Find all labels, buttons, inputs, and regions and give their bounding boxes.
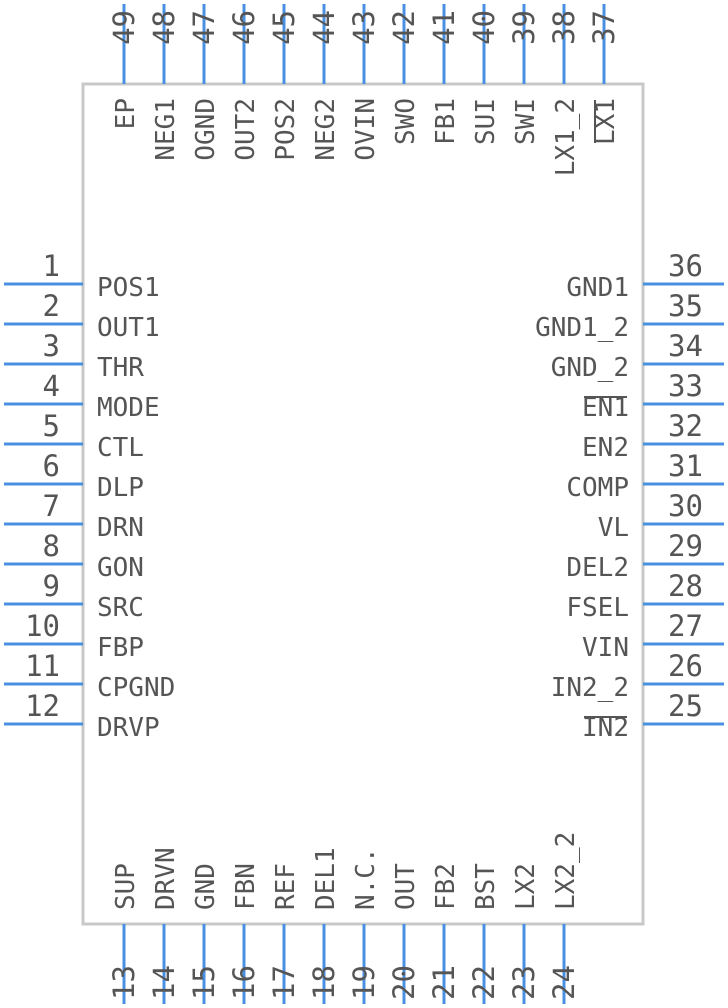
pin-number: 10 (25, 609, 60, 643)
pin-label: LX2 (511, 863, 541, 910)
pin-label: OUT2 (231, 98, 261, 161)
pin-label: FB1 (431, 98, 461, 145)
pin-number: 44 (307, 10, 341, 45)
pin-number: 16 (227, 965, 261, 1000)
pin-label: EP (111, 98, 141, 129)
pin-label: POS2 (271, 98, 301, 161)
pin-label: DEL2 (566, 553, 629, 583)
pin-number: 20 (387, 965, 421, 1000)
pin-number: 23 (507, 965, 541, 1000)
pin-label: CTL (97, 433, 144, 463)
pin-label: GND1_2 (535, 313, 629, 343)
pin-number: 34 (668, 329, 703, 363)
pin-label: SWO (391, 98, 421, 145)
labels-layer: 1POS12OUT13THR4MODE5CTL6DLP7DRN8GON9SRC1… (25, 10, 703, 1000)
pin-label: IN2_2 (551, 673, 629, 703)
pin-label: BST (471, 863, 501, 910)
pin-number: 46 (227, 10, 261, 45)
pin-label: DRN (97, 513, 144, 543)
pin-label: THR (97, 353, 144, 383)
pin-number: 40 (467, 10, 501, 45)
pin-number: 36 (668, 249, 703, 283)
ic-body (81, 82, 645, 926)
pin-label: DEL1 (311, 847, 341, 910)
pin-number: 26 (668, 649, 703, 683)
pin-number: 1 (43, 249, 60, 283)
pin-label: OVIN (351, 98, 381, 161)
pin-label: NEG2 (311, 98, 341, 161)
pin-number: 21 (427, 965, 461, 1000)
pin-label: VIN (582, 633, 629, 663)
pin-number: 15 (187, 965, 221, 1000)
pin-label: GND1 (566, 273, 629, 303)
pin-number: 41 (427, 10, 461, 45)
pin-number: 29 (668, 529, 703, 563)
pin-label: FBN (231, 863, 261, 910)
pin-number: 6 (43, 449, 60, 483)
pin-label: FSEL (566, 593, 629, 623)
pin-label: OUT1 (97, 313, 160, 343)
pin-label: FB2 (431, 863, 461, 910)
pin-number: 48 (147, 10, 181, 45)
pin-number: 24 (547, 965, 581, 1000)
pin-label: SWI (511, 98, 541, 145)
pin-label: DRVP (97, 713, 160, 743)
pin-number: 4 (43, 369, 60, 403)
pin-number: 25 (668, 689, 703, 723)
pin-number: 5 (43, 409, 60, 443)
pin-number: 2 (43, 289, 60, 323)
pin-label: POS1 (97, 273, 160, 303)
pin-number: 32 (668, 409, 703, 443)
pin-label: LX2_2 (551, 832, 581, 910)
pin-label: VL (598, 513, 629, 543)
pin-label: EN2 (582, 433, 629, 463)
pin-number: 11 (25, 649, 60, 683)
pin-label: FBP (97, 633, 144, 663)
pin-number: 12 (25, 689, 60, 723)
pin-label: REF (271, 863, 301, 910)
pin-label: GON (97, 553, 144, 583)
pin-number: 42 (387, 10, 421, 45)
pin-number: 22 (467, 965, 501, 1000)
pin-number: 28 (668, 569, 703, 603)
pin-number: 31 (668, 449, 703, 483)
pin-number: 27 (668, 609, 703, 643)
pin-label: OUT (391, 863, 421, 910)
pin-number: 19 (347, 965, 381, 1000)
pin-number: 30 (668, 489, 703, 523)
pin-number: 8 (43, 529, 60, 563)
pin-number: 49 (107, 10, 141, 45)
pin-label: GND (191, 863, 221, 910)
pin-number: 33 (668, 369, 703, 403)
pin-number: 13 (107, 965, 141, 1000)
pin-number: 9 (43, 569, 60, 603)
pin-label: SUP (111, 863, 141, 910)
pin-number: 7 (43, 489, 60, 523)
pin-number: 3 (43, 329, 60, 363)
pin-number: 17 (267, 965, 301, 1000)
pin-label: NEG1 (151, 98, 181, 161)
pin-label: SRC (97, 593, 144, 623)
pin-label: GND_2 (551, 353, 629, 383)
pin-label: N.C. (351, 847, 381, 910)
pin-number: 35 (668, 289, 703, 323)
pin-label: DRVN (151, 847, 181, 910)
pins-layer (4, 4, 724, 1004)
pin-label: OGND (191, 98, 221, 161)
pin-number: 47 (187, 10, 221, 45)
pin-label: CPGND (97, 673, 175, 703)
pin-number: 38 (547, 10, 581, 45)
pin-label: DLP (97, 473, 144, 503)
pin-number: 14 (147, 965, 181, 1000)
pin-number: 39 (507, 10, 541, 45)
pin-label: MODE (97, 393, 160, 423)
pin-number: 18 (307, 965, 341, 1000)
pin-label: LX1_2 (551, 98, 581, 176)
pin-number: 45 (267, 10, 301, 45)
pin-number: 43 (347, 10, 381, 45)
pin-label: SUI (471, 98, 501, 145)
pin-label: COMP (566, 473, 629, 503)
pin-number: 37 (587, 10, 621, 45)
